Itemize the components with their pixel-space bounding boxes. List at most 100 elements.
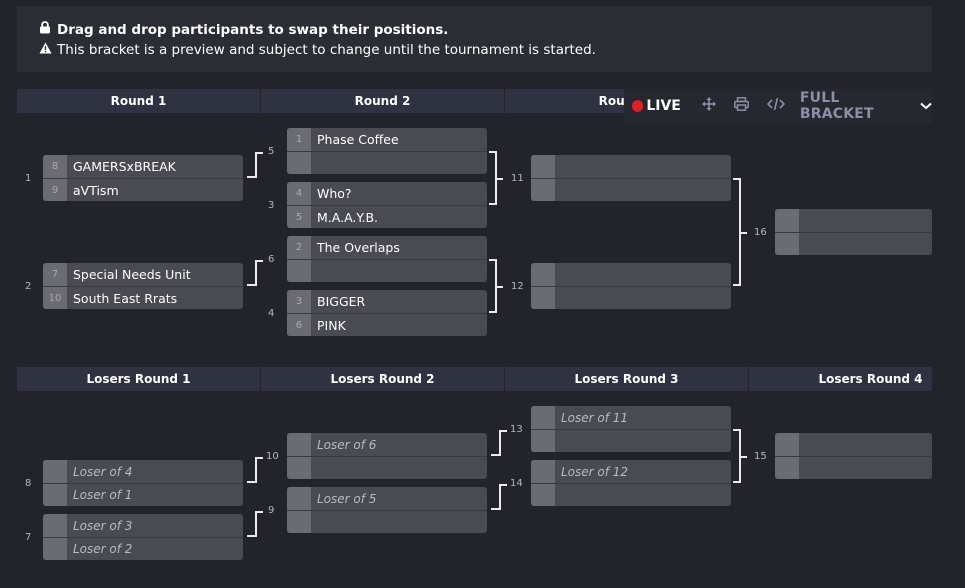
match-14[interactable]: Loser of 12 xyxy=(531,460,731,506)
full-bracket-dropdown[interactable]: FULL BRACKET xyxy=(799,90,874,122)
preview-notice: Drag and drop participants to swap their… xyxy=(17,6,932,72)
bracket-connector xyxy=(257,511,263,513)
participant-slot[interactable] xyxy=(775,456,932,479)
match-9[interactable]: Loser of 5 xyxy=(287,487,487,533)
participant-slot[interactable] xyxy=(531,155,731,178)
drag-drop-notice: Drag and drop participants to swap their… xyxy=(39,20,910,40)
bracket-connector xyxy=(257,260,263,262)
bracket-connector xyxy=(257,152,263,154)
move-icon[interactable] xyxy=(701,97,716,115)
match-number: 8 xyxy=(25,478,32,489)
participant-slot[interactable]: Loser of 6 xyxy=(287,433,487,456)
participant-slot[interactable] xyxy=(531,286,731,309)
preview-warning: This bracket is a preview and subject to… xyxy=(39,40,910,60)
losers-round-header-4: Losers Round 4 xyxy=(749,367,932,391)
bracket-connector xyxy=(247,260,257,286)
chevron-down-icon[interactable] xyxy=(920,99,932,113)
bracket-connector xyxy=(489,259,497,313)
bracket-connector xyxy=(247,511,257,537)
match-number: 11 xyxy=(511,173,524,184)
losers-round-header-2: Losers Round 2 xyxy=(261,367,504,391)
bracket-connector xyxy=(497,178,503,180)
bracket-connector xyxy=(733,178,741,286)
print-icon[interactable] xyxy=(733,97,749,115)
match-number: 6 xyxy=(268,254,275,265)
match-number: 13 xyxy=(510,424,523,435)
match-number: 2 xyxy=(25,281,32,292)
participant-slot[interactable]: Loser of 11 xyxy=(531,406,731,429)
match-number: 3 xyxy=(268,200,275,211)
live-indicator-icon xyxy=(632,100,644,112)
match-number: 1 xyxy=(25,173,32,184)
bracket-connector xyxy=(491,430,501,456)
participant-slot[interactable] xyxy=(287,456,487,479)
losers-round-header-3: Losers Round 3 xyxy=(505,367,748,391)
match-number: 14 xyxy=(510,478,523,489)
participant-slot[interactable]: Loser of 1 xyxy=(43,483,243,506)
participant-slot[interactable] xyxy=(531,429,731,452)
bracket-connector xyxy=(497,286,503,288)
bracket-toolbar: LIVE FULL BRACKET xyxy=(624,89,932,123)
match-10[interactable]: Loser of 6 xyxy=(287,433,487,479)
match-12[interactable] xyxy=(531,263,731,309)
bracket-connector xyxy=(733,429,741,483)
match-number: 15 xyxy=(754,451,767,462)
match-number: 16 xyxy=(754,227,767,238)
participant-slot[interactable] xyxy=(775,209,932,232)
participant-slot[interactable]: Loser of 4 xyxy=(43,460,243,483)
bracket-connector xyxy=(741,456,747,458)
bracket-connector xyxy=(247,152,257,178)
match-13[interactable]: Loser of 11 xyxy=(531,406,731,452)
bracket-connector xyxy=(247,457,257,483)
match-11[interactable] xyxy=(531,155,731,201)
participant-slot[interactable]: Loser of 12 xyxy=(531,460,731,483)
bracket-connector xyxy=(741,232,747,234)
match-16[interactable] xyxy=(775,209,932,255)
match-number: 7 xyxy=(25,532,32,543)
round-header-2: Round 2 xyxy=(261,89,504,113)
match-number: 10 xyxy=(266,451,279,462)
participant-slot[interactable]: Loser of 3 xyxy=(43,514,243,537)
participant-slot[interactable] xyxy=(775,433,932,456)
participant-slot[interactable] xyxy=(775,232,932,255)
round-header-1: Round 1 xyxy=(17,89,260,113)
losers-round-header-1: Losers Round 1 xyxy=(17,367,260,391)
bracket-connector xyxy=(501,484,507,486)
bracket-connector xyxy=(257,457,263,459)
bracket-connector xyxy=(489,151,497,205)
match-15[interactable] xyxy=(775,433,932,479)
embed-code-icon[interactable] xyxy=(766,97,786,115)
participant-slot[interactable] xyxy=(287,510,487,533)
participant-slot[interactable] xyxy=(287,259,487,282)
participant-slot[interactable]: Loser of 5 xyxy=(287,487,487,510)
participant-slot[interactable] xyxy=(531,263,731,286)
bracket-connector xyxy=(501,430,507,432)
match-number: 5 xyxy=(268,146,275,157)
bracket-connector xyxy=(491,484,501,510)
match-7[interactable]: Loser of 3 Loser of 2 xyxy=(43,514,243,560)
match-number: 4 xyxy=(268,308,275,319)
participant-slot[interactable] xyxy=(531,483,731,506)
participant-slot[interactable] xyxy=(531,178,731,201)
participant-slot[interactable]: Loser of 2 xyxy=(43,537,243,560)
participant-slot[interactable] xyxy=(287,151,487,174)
live-toggle[interactable]: LIVE xyxy=(646,98,681,114)
lock-icon xyxy=(39,20,53,40)
match-8[interactable]: Loser of 4 Loser of 1 xyxy=(43,460,243,506)
